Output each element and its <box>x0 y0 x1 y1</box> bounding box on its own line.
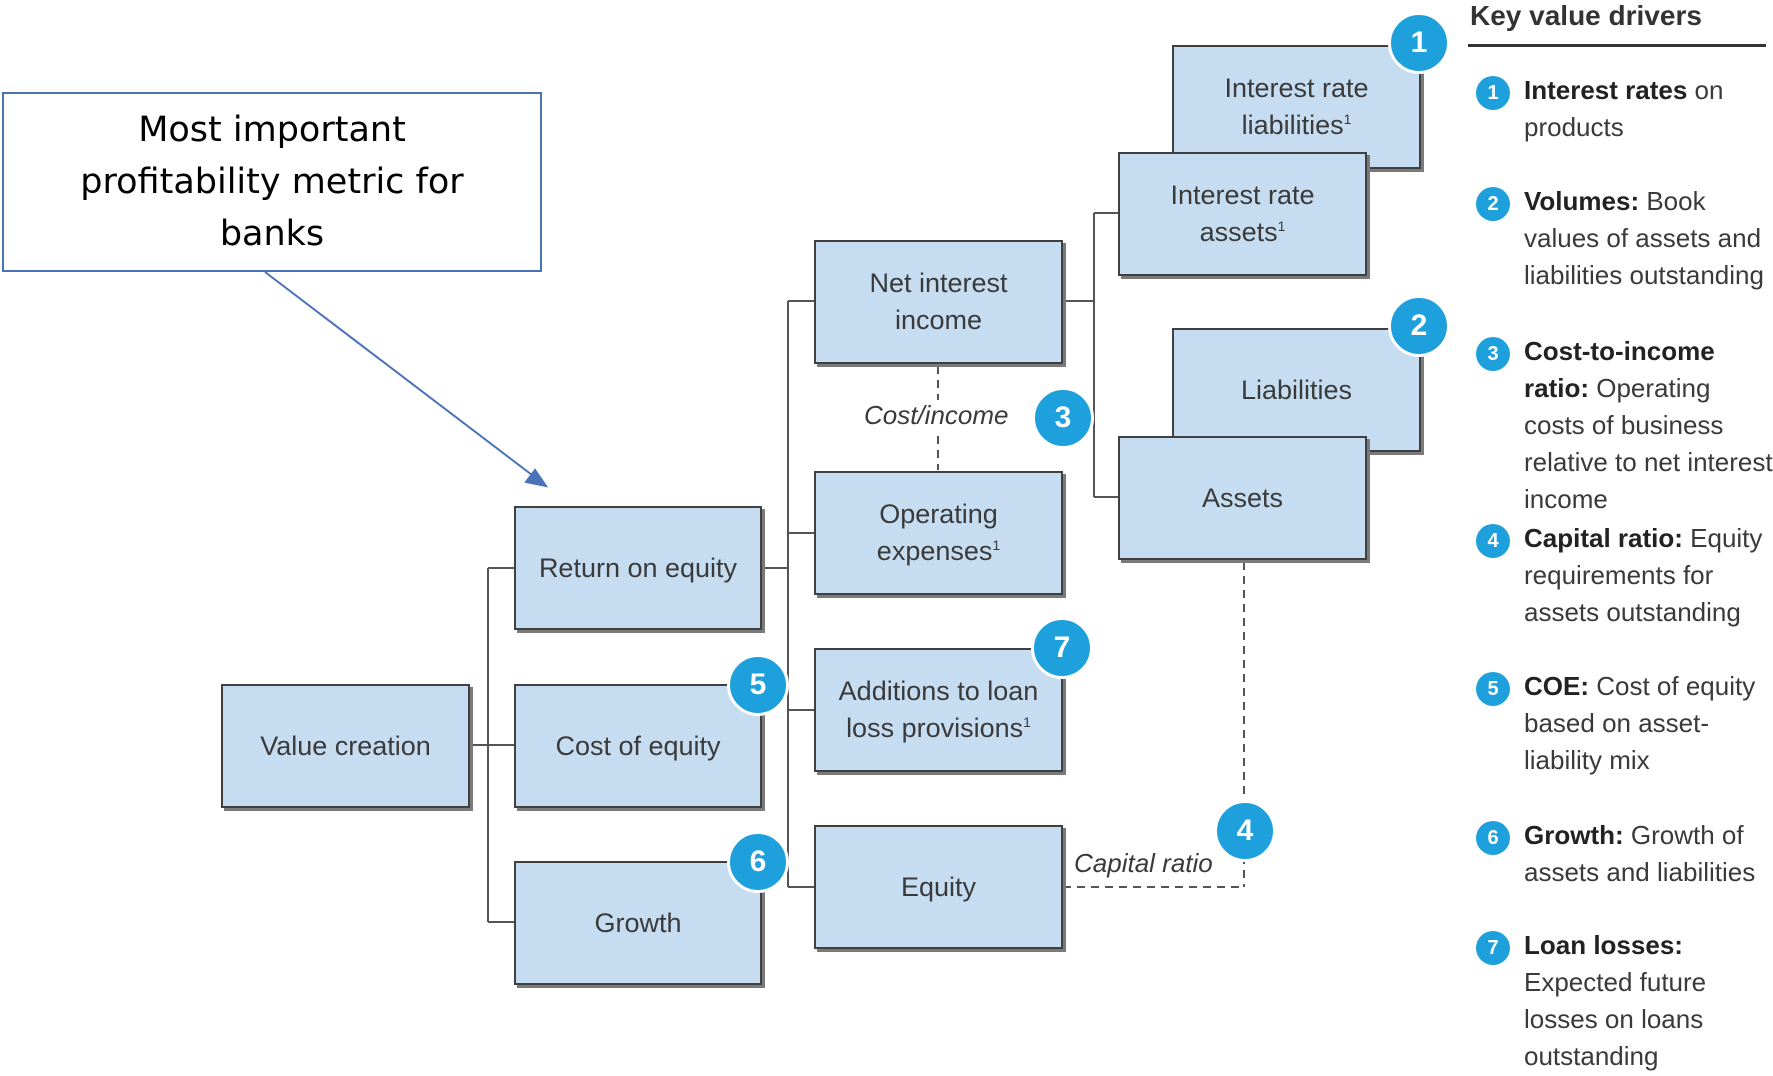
interest-rate-assets-box: Interest rate assets1 <box>1118 152 1367 276</box>
growth-box: Growth <box>514 861 762 985</box>
legend-desc: Expected future losses on loans outstand… <box>1524 967 1707 1071</box>
interest-rate-liabilities-box: Interest rate liabilities1 <box>1172 45 1421 169</box>
legend-number: 7 <box>1476 931 1510 965</box>
legend-term: Growth: <box>1524 820 1624 850</box>
legend-number: 6 <box>1476 821 1510 855</box>
legend-divider <box>1468 44 1766 47</box>
driver-badge-2: 2 <box>1388 295 1450 357</box>
legend-term: Loan losses: <box>1524 930 1683 960</box>
footnote-mark: 1 <box>1023 714 1031 730</box>
legend-number: 3 <box>1476 337 1510 371</box>
legend-text: Loan losses: Expected future losses on l… <box>1524 927 1773 1075</box>
return-on-equity-box: Return on equity <box>514 506 762 630</box>
loan-loss-provisions-label: Additions to loan loss provisions <box>838 676 1039 743</box>
interest-rate-liabilities-label: Interest rate liabilities <box>1224 73 1369 140</box>
legend-number: 1 <box>1476 76 1510 110</box>
legend-text: Cost-to-income ratio: Operating costs of… <box>1524 333 1773 518</box>
legend-term: COE: <box>1524 671 1589 701</box>
legend-term: Interest rates <box>1524 75 1688 105</box>
interest-rate-assets-label: Interest rate assets <box>1170 180 1315 247</box>
legend-text: Volumes: Book values of assets and liabi… <box>1524 183 1773 294</box>
assets-label: Assets <box>1201 483 1284 513</box>
liabilities-label: Liabilities <box>1240 374 1353 405</box>
callout-text: Most important profitability metric for … <box>80 110 464 254</box>
equity-box: Equity <box>814 825 1063 949</box>
driver-badge-6: 6 <box>727 831 789 893</box>
driver-badge-5: 5 <box>727 654 789 716</box>
footnote-mark: 1 <box>992 537 1001 553</box>
loan-loss-provisions-box: Additions to loan loss provisions1 <box>814 648 1063 772</box>
driver-badge-7: 7 <box>1031 617 1093 679</box>
operating-expenses-label: Operating expenses <box>876 499 998 566</box>
callout-box: Most important profitability metric for … <box>2 92 542 272</box>
legend-number: 5 <box>1476 672 1510 706</box>
net-interest-income-box: Net interest income <box>814 240 1063 364</box>
driver-badge-3: 3 <box>1032 387 1094 449</box>
legend-term: Cost-to-income ratio: <box>1524 336 1715 403</box>
legend-desc: Equity requirements for assets outstandi… <box>1524 523 1763 627</box>
cost-of-equity-label: Cost of equity <box>555 730 721 761</box>
cost-of-equity-box: Cost of equity <box>514 684 762 808</box>
legend-text: Capital ratio: Equity requirements for a… <box>1524 520 1773 631</box>
net-interest-income-label: Net interest income <box>869 268 1008 335</box>
liabilities-box: Liabilities <box>1172 328 1421 452</box>
legend-desc: Operating costs of business relative to … <box>1524 373 1773 514</box>
legend-title: Key value drivers <box>1470 0 1702 31</box>
legend-desc: Growth of assets and liabilities <box>1524 820 1756 887</box>
legend-text: COE: Cost of equity based on asset-liabi… <box>1524 668 1773 779</box>
growth-label: Growth <box>594 907 682 938</box>
capital-ratio-label: Capital ratio <box>1070 848 1217 879</box>
footnote-mark: 1 <box>1277 218 1286 234</box>
legend-desc: Cost of equity based on asset-liability … <box>1524 671 1756 775</box>
driver-badge-1: 1 <box>1388 12 1450 74</box>
legend-number: 2 <box>1476 187 1510 221</box>
cost-income-label: Cost/income <box>860 400 1013 431</box>
legend-text: Growth: Growth of assets and liabilities <box>1524 817 1773 891</box>
return-on-equity-label: Return on equity <box>538 552 738 583</box>
legend-term: Volumes: <box>1524 186 1640 216</box>
equity-label: Equity <box>900 871 977 902</box>
value-creation-box: Value creation <box>221 684 470 808</box>
value-creation-label: Value creation <box>260 730 431 761</box>
legend-number: 4 <box>1476 524 1510 558</box>
driver-badge-4: 4 <box>1214 800 1276 862</box>
legend-desc: on products <box>1524 75 1724 142</box>
footnote-mark: 1 <box>1343 111 1352 127</box>
legend-term: Capital ratio: <box>1524 523 1683 553</box>
operating-expenses-box: Operating expenses1 <box>814 471 1063 595</box>
legend-text: Interest rates on products <box>1524 72 1773 146</box>
legend-desc: Book values of assets and liabilities ou… <box>1524 186 1764 290</box>
assets-box: Assets <box>1118 436 1367 560</box>
